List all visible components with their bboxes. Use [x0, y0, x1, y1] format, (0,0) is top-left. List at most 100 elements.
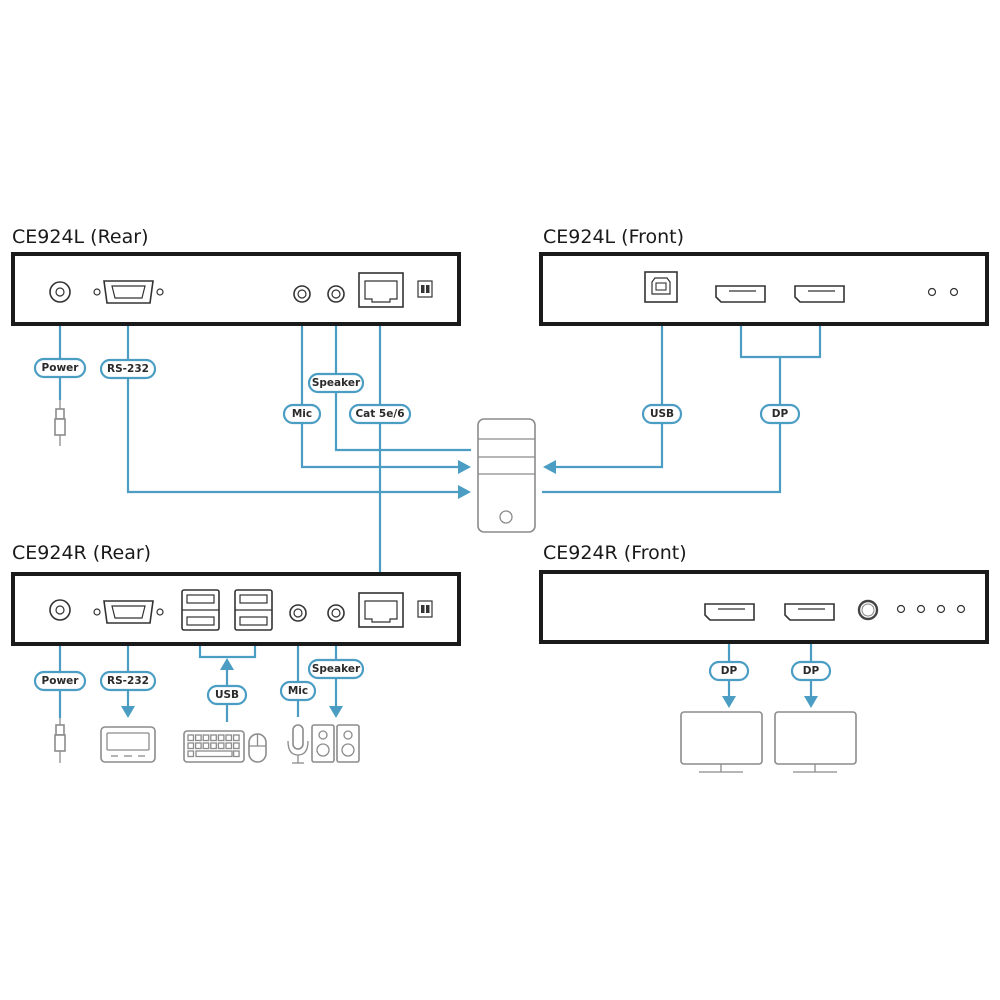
- keyboard-key: [217, 742, 225, 750]
- arrow-right-rs232-to-pc: [458, 485, 471, 499]
- arrow-left-usb-to-pc: [543, 460, 556, 474]
- label-pill-l-speaker: Speaker: [307, 372, 365, 394]
- arrow-down-r-dp1: [722, 696, 736, 708]
- keyboard-key: [210, 742, 217, 750]
- svg-text:DP: DP: [721, 665, 738, 677]
- cable-l-speaker: [334, 318, 471, 452]
- cable-l-dp: [542, 357, 782, 494]
- label-pill-l-rs232: RS-232: [99, 358, 157, 380]
- svg-text:USB: USB: [650, 408, 674, 420]
- power-jack-icon: [49, 599, 71, 621]
- label-pill-r-usb: USB: [206, 684, 248, 706]
- label-pill-cat5e6: Cat 5e/6: [348, 403, 412, 425]
- push-button-icon: [857, 599, 879, 621]
- cable-l-usb: [556, 310, 664, 469]
- audio-jack-icon: [327, 285, 345, 303]
- displayport-icon: [704, 603, 755, 621]
- label-pill-r-mic: Mic: [279, 680, 317, 702]
- led-indicator-icon: [936, 604, 946, 614]
- dip-switch-icon: [417, 600, 433, 618]
- audio-jack-icon: [327, 604, 345, 622]
- cables: [58, 308, 822, 722]
- serial-terminal-icon: [100, 726, 156, 763]
- led-indicator-icon: [956, 604, 966, 614]
- keyboard-icon: [183, 730, 245, 763]
- cable-l-mic: [300, 308, 458, 469]
- svg-text:USB: USB: [215, 689, 239, 701]
- usb-b-port-icon: [644, 271, 678, 303]
- mouse-icon: [248, 733, 267, 763]
- led-indicator-icon: [916, 604, 926, 614]
- label-pill-l-dp: DP: [759, 403, 801, 425]
- microphone-icon: [287, 724, 309, 764]
- keyboard-key: [194, 742, 202, 750]
- displayport-icon: [784, 603, 835, 621]
- cable-l-dp-split: [739, 318, 822, 359]
- svg-text:Speaker: Speaker: [312, 377, 361, 389]
- panel-ce924l-front: [539, 252, 989, 326]
- keyboard-key: [202, 742, 210, 750]
- svg-text:RS-232: RS-232: [107, 675, 149, 687]
- keyboard-key: [232, 742, 240, 750]
- db9-serial-port-icon: [93, 600, 164, 624]
- usb-a-port-pair-icon: [181, 589, 220, 631]
- svg-text:DP: DP: [803, 665, 820, 677]
- label-pill-r-dp2: DP: [790, 660, 832, 682]
- label-pill-l-power: Power: [33, 357, 87, 379]
- svg-text:Speaker: Speaker: [312, 663, 361, 675]
- cable-r-usb-split: [198, 636, 257, 659]
- audio-jack-icon: [293, 285, 311, 303]
- label-pill-r-rs232: RS-232: [99, 670, 157, 692]
- label-pill-l-usb: USB: [641, 403, 683, 425]
- dip-switch-icon: [417, 280, 433, 298]
- led-indicator-icon: [896, 604, 906, 614]
- svg-text:Mic: Mic: [288, 685, 308, 697]
- label-pill-r-dp1: DP: [708, 660, 750, 682]
- keyboard-key: [232, 734, 240, 742]
- arrow-down-r-rs232: [121, 706, 135, 718]
- computer-tower-icon: [477, 418, 536, 533]
- svg-text:Power: Power: [42, 675, 80, 687]
- panel-title-ce924r-rear: CE924R (Rear): [12, 542, 151, 564]
- keyboard-spacebar: [195, 750, 233, 758]
- label-pill-r-power: Power: [33, 670, 87, 692]
- usb-a-port-pair-icon: [234, 589, 273, 631]
- svg-text:DP: DP: [772, 408, 789, 420]
- panel-ce924l-rear: [11, 252, 461, 326]
- db9-serial-port-icon: [93, 280, 164, 304]
- label-pill-r-speaker: Speaker: [307, 658, 365, 680]
- arrow-down-r-dp2: [804, 696, 818, 708]
- panel-title-ce924l-front: CE924L (Front): [543, 226, 684, 248]
- svg-text:Power: Power: [42, 362, 80, 374]
- panel-title-ce924l-rear: CE924L (Rear): [12, 226, 148, 248]
- power-adapter-plug-icon: [54, 718, 66, 763]
- panel-ce924r-front: [539, 570, 989, 644]
- keyboard-key: [187, 750, 195, 758]
- svg-text:RS-232: RS-232: [107, 363, 149, 375]
- displayport-icon: [715, 285, 766, 303]
- rj45-port-icon: [358, 272, 404, 308]
- keyboard-key: [202, 734, 210, 742]
- arrow-up-r-usb: [220, 658, 234, 670]
- audio-jack-icon: [289, 604, 307, 622]
- led-indicator-icon: [927, 287, 937, 297]
- displayport-icon: [794, 285, 845, 303]
- keyboard-key: [187, 734, 195, 742]
- power-jack-icon: [49, 281, 71, 303]
- rj45-port-icon: [358, 592, 404, 628]
- keyboard-key: [210, 734, 217, 742]
- keyboard-key: [225, 742, 233, 750]
- svg-text:Mic: Mic: [292, 408, 312, 420]
- panel-ce924r-rear: [11, 572, 461, 646]
- arrow-down-r-speaker: [329, 706, 343, 718]
- arrow-right-mic-to-pc: [458, 460, 471, 474]
- monitor-icon: [680, 711, 763, 773]
- keyboard-key: [217, 734, 225, 742]
- panel-title-ce924r-front: CE924R (Front): [543, 542, 687, 564]
- keyboard-key: [232, 750, 240, 758]
- label-pill-l-mic: Mic: [282, 403, 322, 425]
- keyboard-key: [225, 734, 233, 742]
- monitor-icon: [774, 711, 857, 773]
- keyboard-key: [194, 734, 202, 742]
